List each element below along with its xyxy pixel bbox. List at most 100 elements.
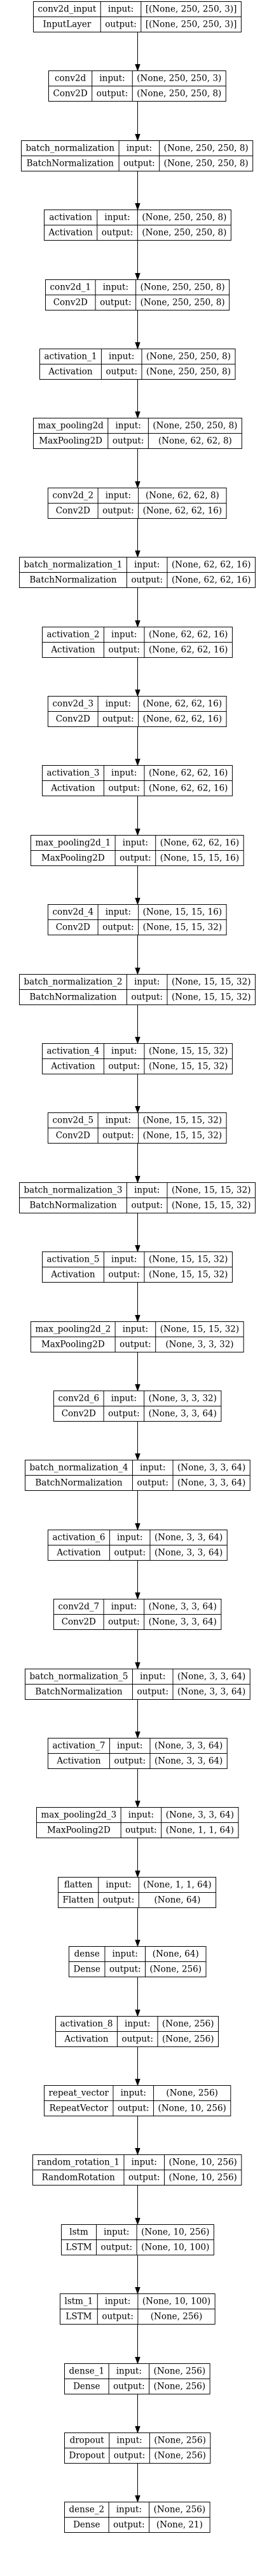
layer-name: conv2d_input	[38, 4, 97, 15]
input-label: input:	[134, 977, 160, 987]
layer-type: LSTM	[66, 2243, 92, 2253]
input-label: input:	[117, 1533, 142, 1543]
edge-arrow	[135, 379, 140, 419]
output-shape: (None, 3, 3, 64)	[149, 1409, 217, 1419]
output-shape: (None, 62, 62, 16)	[172, 575, 250, 585]
input-shape: (None, 3, 3, 64)	[149, 1602, 217, 1612]
output-shape: (None, 21)	[156, 2520, 203, 2530]
input-shape: (None, 15, 15, 32)	[172, 1185, 250, 1196]
output-shape: (None, 15, 15, 16)	[160, 853, 239, 864]
arrowhead-icon	[135, 620, 140, 628]
input-shape: (None, 250, 250, 8)	[142, 213, 226, 223]
output-label: output:	[108, 1062, 140, 1072]
arrowhead-icon	[135, 2079, 140, 2086]
layer-type: Conv2D	[56, 714, 90, 724]
edge-arrow	[135, 2046, 140, 2086]
layer-name: dense_2	[69, 2505, 105, 2515]
layer-type: BatchNormalization	[27, 159, 114, 169]
arrowhead-icon	[135, 829, 140, 836]
arrowhead-icon	[135, 1523, 140, 1531]
layer-type: Conv2D	[62, 1617, 96, 1627]
layer-node-activation-1: activation_1Activationinput:output:(None…	[39, 349, 236, 380]
output-label: output:	[105, 20, 137, 30]
output-shape: (None, 3, 3, 64)	[177, 1478, 245, 1488]
edges-layer	[135, 32, 140, 2503]
layer-name: repeat_vector	[49, 2088, 109, 2099]
layer-name: lstm	[69, 2227, 88, 2238]
output-shape: (None, 10, 256)	[158, 2104, 226, 2114]
layer-type: Activation	[48, 367, 93, 377]
edge-arrow	[135, 2116, 140, 2156]
input-shape: (None, 3, 3, 64)	[177, 1672, 245, 1682]
arrowhead-icon	[135, 1940, 140, 1947]
edge-arrow	[135, 865, 140, 905]
input-shape: (None, 1, 1, 64)	[143, 1880, 211, 1890]
layer-name: dense_1	[69, 2366, 105, 2377]
input-label: input:	[117, 1741, 142, 1751]
layer-node-repeat-vector: repeat_vectorRepeatVectorinput:output:(N…	[44, 2085, 231, 2116]
layer-type: BatchNormalization	[29, 1201, 117, 1211]
layer-node-activation-5: activation_5Activationinput:output:(None…	[42, 1251, 233, 1283]
input-label: input:	[108, 4, 134, 15]
output-label: output:	[108, 784, 140, 794]
output-shape: (None, 256)	[154, 2382, 206, 2392]
output-shape: (None, 3, 3, 32)	[165, 1340, 233, 1350]
input-label: input:	[116, 2436, 142, 2446]
input-label: input:	[106, 699, 131, 709]
output-shape: (None, 3, 3, 64)	[149, 1617, 217, 1627]
layer-name: activation_8	[60, 2019, 113, 2029]
layer-name: dense	[74, 1949, 100, 1959]
arrowhead-icon	[135, 64, 140, 72]
output-label: output:	[137, 1478, 168, 1488]
edge-arrow	[135, 2255, 140, 2295]
output-shape: (None, 62, 62, 16)	[149, 645, 228, 655]
output-label: output:	[128, 2173, 160, 2183]
layer-name: activation_7	[53, 1741, 106, 1751]
output-shape: (None, 15, 15, 32)	[149, 1062, 228, 1072]
output-label: output:	[108, 1270, 140, 1280]
layer-type: Dense	[74, 1965, 100, 1975]
input-label: input:	[123, 1325, 148, 1335]
output-label: output:	[114, 2451, 146, 2461]
edge-arrow	[135, 1282, 140, 1323]
layer-name: conv2d_2	[53, 491, 94, 501]
layer-type: BatchNormalization	[35, 1687, 123, 1697]
input-label: input:	[104, 2227, 129, 2238]
input-shape: (None, 15, 15, 32)	[149, 1046, 228, 1057]
input-shape: (None, 256)	[154, 2366, 206, 2377]
output-label: output:	[114, 1756, 146, 1766]
output-shape: (None, 3, 3, 64)	[154, 1756, 223, 1766]
arrowhead-icon	[135, 1662, 140, 1670]
arrowhead-icon	[135, 898, 140, 905]
input-label: input:	[104, 213, 130, 223]
input-label: input:	[140, 1672, 165, 1682]
output-label: output:	[102, 714, 134, 724]
layer-name: max_pooling2d_1	[36, 838, 111, 848]
input-shape: [(None, 250, 250, 3)]	[146, 4, 237, 15]
input-label: input:	[127, 143, 152, 154]
edge-arrow	[135, 657, 140, 697]
edge-arrow	[135, 1977, 140, 2017]
output-shape: (None, 62, 62, 16)	[143, 506, 222, 516]
output-label: output:	[123, 159, 155, 169]
layer-name: conv2d_5	[53, 1116, 94, 1126]
layer-node-batch-normalization-4: batch_normalization_4BatchNormalizationi…	[25, 1460, 250, 1491]
layer-type: Conv2D	[53, 89, 88, 99]
output-shape: (None, 250, 250, 8)	[137, 89, 221, 99]
edge-arrow	[135, 1490, 140, 1531]
layer-name: dropout	[70, 2436, 105, 2446]
layer-type: Conv2D	[62, 1409, 96, 1419]
input-shape: (None, 256)	[154, 2436, 206, 2446]
output-shape: (None, 15, 15, 32)	[149, 1270, 228, 1280]
layer-node-batch-normalization-1: batch_normalization_1BatchNormalizationi…	[19, 557, 256, 588]
layer-type: Dropout	[69, 2451, 106, 2461]
output-label: output:	[102, 228, 134, 238]
layer-type: BatchNormalization	[29, 575, 117, 585]
arrowhead-icon	[135, 2010, 140, 2017]
input-label: input:	[111, 1602, 137, 1612]
output-label: output:	[125, 1825, 157, 1836]
